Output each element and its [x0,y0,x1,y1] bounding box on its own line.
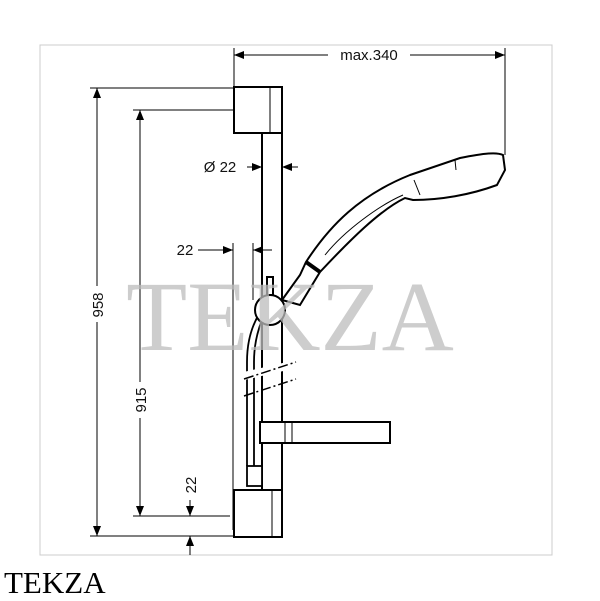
shower-holder [254,294,286,326]
hose [246,315,263,487]
bottom-bracket [233,489,283,538]
dimension-915: 915 [133,387,150,412]
soap-dish [259,421,391,444]
dimension-958: 958 [90,292,107,317]
break-lines [243,361,297,397]
hose-connector [246,465,263,487]
dimension-diameter: Ø 22 [204,159,237,176]
brand-logo-text: TEKZA [4,565,106,600]
dimension-wall-22: 22 [177,242,194,259]
dimension-bottom-22: 22 [183,477,200,494]
dimension-lines [90,48,506,555]
top-bracket [233,86,283,134]
hand-shower [254,152,507,326]
watermark: TEKZA [126,261,454,372]
dimension-max-340: max.340 [340,47,398,64]
drawing-frame [39,44,553,556]
